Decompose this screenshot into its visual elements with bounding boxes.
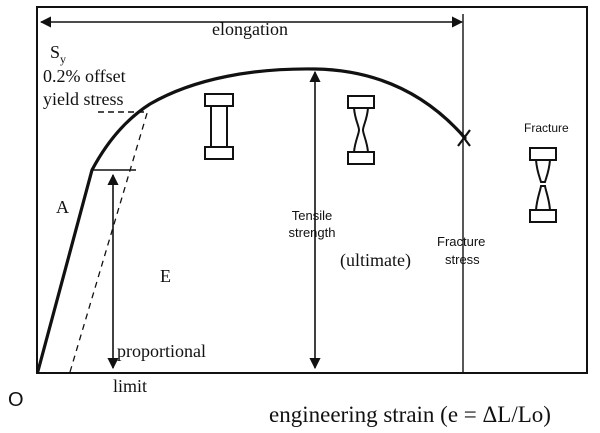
ultimate-label: (ultimate) (340, 250, 411, 271)
fracture-stress-label-line1: Fracture (437, 234, 485, 249)
fracture-point-mark (457, 129, 471, 147)
offset-label-line1: 0.2% offset (43, 66, 126, 86)
region-a-label: A (56, 197, 69, 217)
plot-frame (36, 6, 588, 374)
fracture-specimen-label: Fracture (524, 121, 569, 135)
tensile-label-line2: strength (289, 225, 336, 240)
origin-label: O (8, 389, 24, 411)
fracture-stress-label-line2: stress (445, 252, 480, 267)
offset-line (69, 109, 149, 373)
sy-label: Sy (50, 42, 66, 66)
proportional-label: proportional (117, 341, 206, 361)
elongation-label: elongation (212, 19, 288, 39)
stress-strain-curve (36, 67, 467, 373)
region-e-label: E (160, 266, 171, 286)
limit-label: limit (113, 376, 147, 396)
specimen-fractured-icon (529, 147, 557, 223)
x-axis-label: engineering strain (e = ΔL/Lo) (269, 402, 551, 427)
tensile-label-line1: Tensile (292, 208, 332, 223)
specimen-uniform-icon (204, 93, 234, 160)
specimen-necking-icon (347, 95, 375, 165)
offset-label-line2: yield stress (43, 89, 124, 109)
